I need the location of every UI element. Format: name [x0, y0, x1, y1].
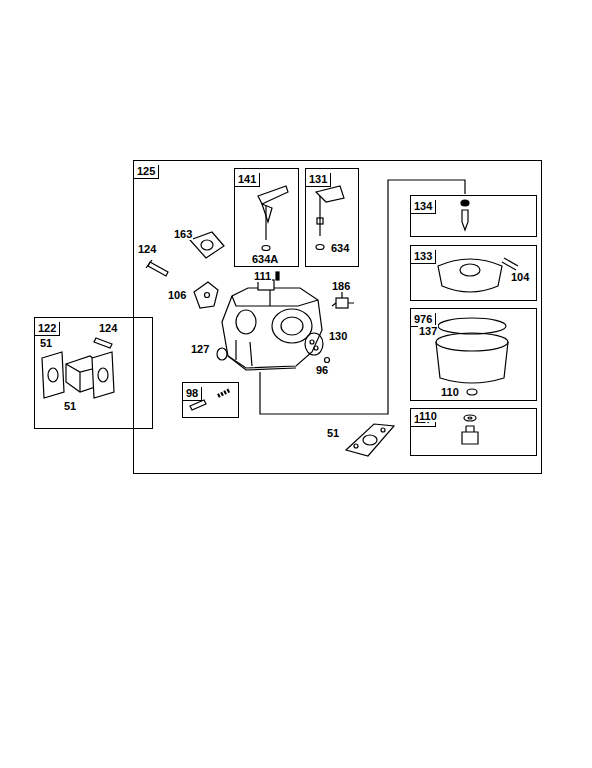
kit-number: 133	[411, 250, 436, 264]
throttle-shaft	[316, 186, 344, 250]
callout-number: 106	[167, 289, 187, 301]
callout-number: 124	[137, 243, 157, 255]
float-bowl	[436, 318, 508, 395]
callout-number: 124	[98, 322, 118, 334]
gasket	[346, 424, 394, 456]
gasket	[190, 232, 224, 258]
kit-number: 134	[411, 200, 436, 214]
kit-box: 134	[410, 195, 537, 237]
callout-number: 51	[39, 337, 53, 349]
o-ring	[217, 348, 227, 360]
kit-number: 131	[306, 173, 331, 187]
callout-number: 110	[418, 410, 438, 422]
float	[438, 258, 518, 292]
callout-number: 111	[253, 270, 272, 282]
kit-box: 98	[182, 382, 239, 418]
callout-number: 137	[418, 325, 438, 337]
callout-number: 51	[63, 400, 77, 412]
kit-number: 125	[134, 165, 159, 179]
small-ball	[325, 358, 330, 363]
callout-number: 96	[315, 364, 329, 376]
kit-number: 98	[183, 387, 202, 401]
plate	[194, 282, 218, 308]
callout-number: 110	[440, 386, 460, 398]
kit-box: 122	[34, 317, 153, 429]
callout-number: 127	[190, 343, 210, 355]
callout-number: 186	[331, 280, 351, 292]
bowl-nut	[462, 415, 478, 444]
kit-number: 141	[235, 173, 260, 187]
callout-number: 104	[510, 271, 530, 283]
kit-box: 976	[410, 308, 537, 401]
callout-number: 163	[173, 228, 193, 240]
callout-number: 51	[326, 427, 340, 439]
needle-valve	[461, 200, 469, 230]
choke-lever	[258, 186, 288, 251]
kit-number: 122	[35, 322, 60, 336]
fitting	[332, 292, 354, 308]
callout-number: 634	[330, 242, 350, 254]
callout-number: 130	[328, 330, 348, 342]
screw	[146, 260, 168, 276]
carburetor-body	[222, 280, 322, 370]
diaphragm	[305, 333, 323, 355]
callout-number: 634A	[251, 253, 279, 265]
